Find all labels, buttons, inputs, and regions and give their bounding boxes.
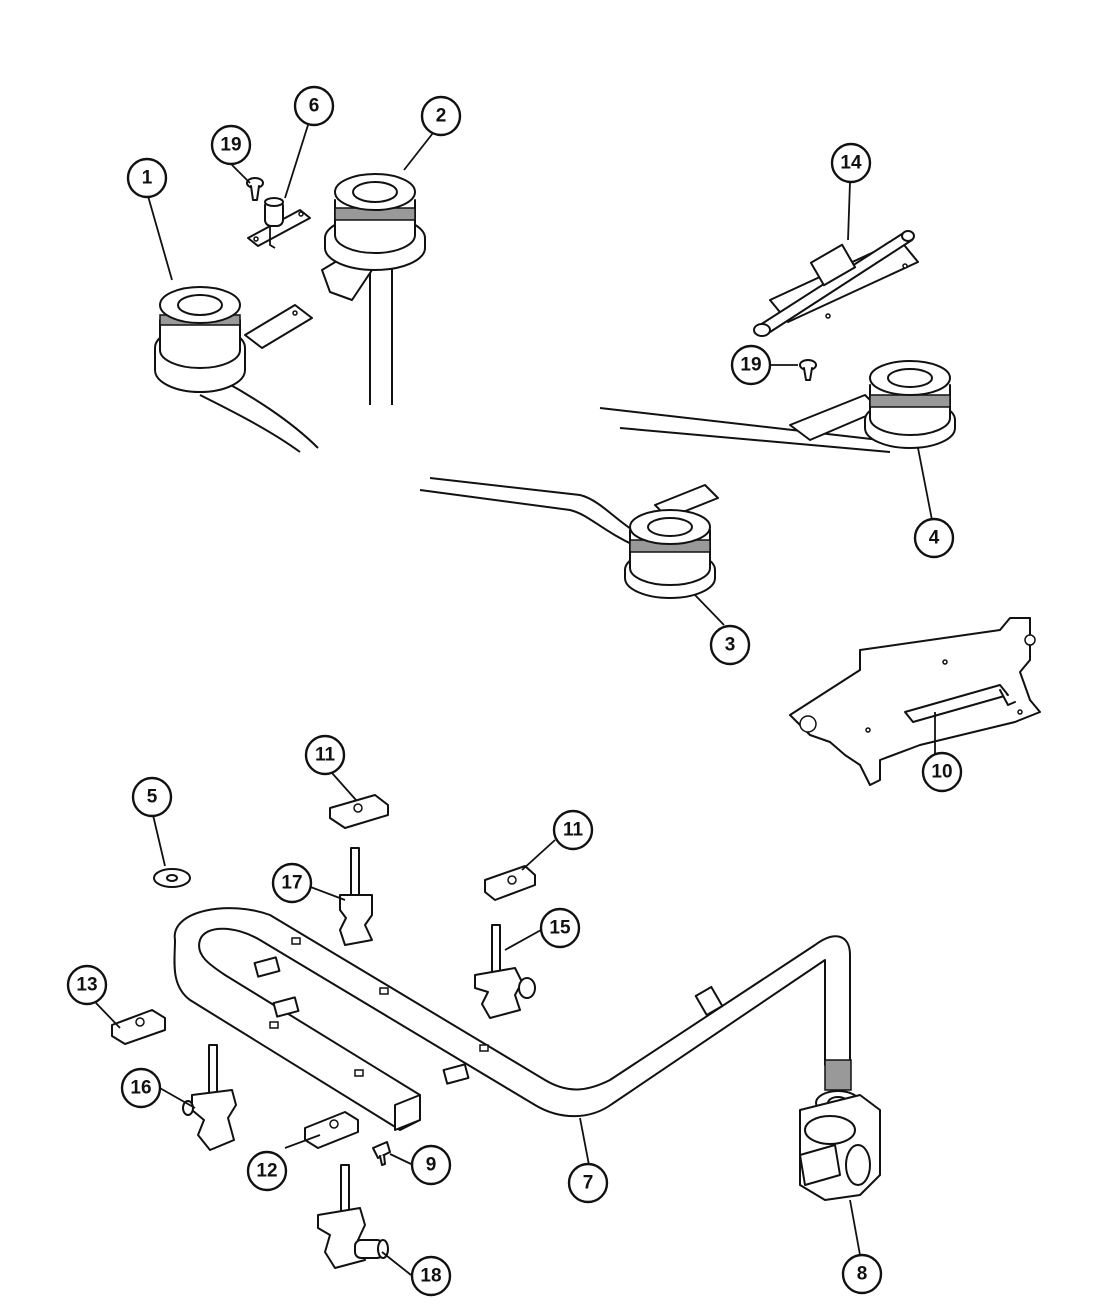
- svg-text:19: 19: [220, 135, 241, 156]
- svg-text:4: 4: [929, 528, 940, 549]
- svg-text:5: 5: [147, 787, 158, 808]
- svg-text:13: 13: [76, 975, 97, 996]
- svg-text:6: 6: [309, 96, 320, 117]
- part-13-clip: [111, 1009, 166, 1045]
- part-18-valve: [317, 1164, 389, 1269]
- svg-text:17: 17: [281, 873, 302, 894]
- part-9-screw: [372, 1141, 391, 1166]
- leader-lines: [95, 124, 936, 1276]
- part-11-clip-upper: [329, 794, 389, 829]
- burner-2: [321, 173, 426, 405]
- callout-6: 6: [293, 85, 335, 127]
- callout-9: 9: [410, 1144, 452, 1186]
- callout-3: 3: [709, 624, 751, 666]
- svg-text:12: 12: [256, 1161, 277, 1182]
- callout-11-upper: 11: [304, 734, 346, 776]
- part-17-valve: [339, 847, 373, 946]
- part-14-orifice-holder: [753, 230, 919, 337]
- burner-1: [154, 286, 319, 453]
- callout-13: 13: [66, 964, 108, 1006]
- callout-8: 8: [841, 1253, 883, 1295]
- callout-18: 18: [410, 1255, 452, 1297]
- svg-text:16: 16: [130, 1078, 151, 1099]
- part-6-electrode: [247, 197, 311, 249]
- svg-text:9: 9: [426, 1155, 437, 1176]
- part-11-clip-lower: [484, 865, 536, 901]
- svg-text:3: 3: [725, 635, 736, 656]
- part-7-manifold: [173, 907, 852, 1131]
- part-12-clip: [304, 1111, 359, 1149]
- part-15-valve: [474, 924, 536, 1019]
- svg-text:10: 10: [931, 762, 952, 783]
- burner-3: [419, 477, 719, 599]
- callout-19-right: 19: [730, 344, 772, 386]
- svg-text:2: 2: [436, 106, 447, 127]
- svg-text:15: 15: [549, 918, 571, 939]
- part-8-regulator: [799, 1090, 881, 1201]
- callout-7: 7: [567, 1162, 609, 1204]
- callout-5: 5: [131, 776, 173, 818]
- callout-19-left: 19: [210, 124, 252, 166]
- svg-text:7: 7: [583, 1173, 594, 1194]
- callout-12: 12: [246, 1150, 288, 1192]
- part-19-screw-right: [799, 359, 817, 381]
- svg-text:8: 8: [857, 1264, 868, 1285]
- part-19-screw-left: [246, 177, 264, 201]
- svg-text:19: 19: [740, 355, 761, 376]
- part-5-washer: [153, 868, 191, 888]
- callout-1: 1: [126, 157, 168, 199]
- callout-11-lower: 11: [552, 809, 594, 851]
- svg-text:14: 14: [840, 153, 862, 174]
- burner-4: [599, 360, 956, 453]
- part-10-bracket: [789, 617, 1041, 786]
- callout-14: 14: [830, 142, 872, 184]
- callout-15: 15: [539, 907, 581, 949]
- callout-4: 4: [913, 517, 955, 559]
- callout-16: 16: [120, 1067, 162, 1109]
- svg-text:11: 11: [315, 745, 336, 766]
- svg-text:1: 1: [142, 168, 153, 189]
- callout-2: 2: [420, 95, 462, 137]
- callout-10: 10: [921, 751, 963, 793]
- svg-text:11: 11: [563, 820, 584, 841]
- part-16-valve: [182, 1044, 237, 1151]
- svg-text:18: 18: [420, 1266, 441, 1287]
- callout-17: 17: [271, 862, 313, 904]
